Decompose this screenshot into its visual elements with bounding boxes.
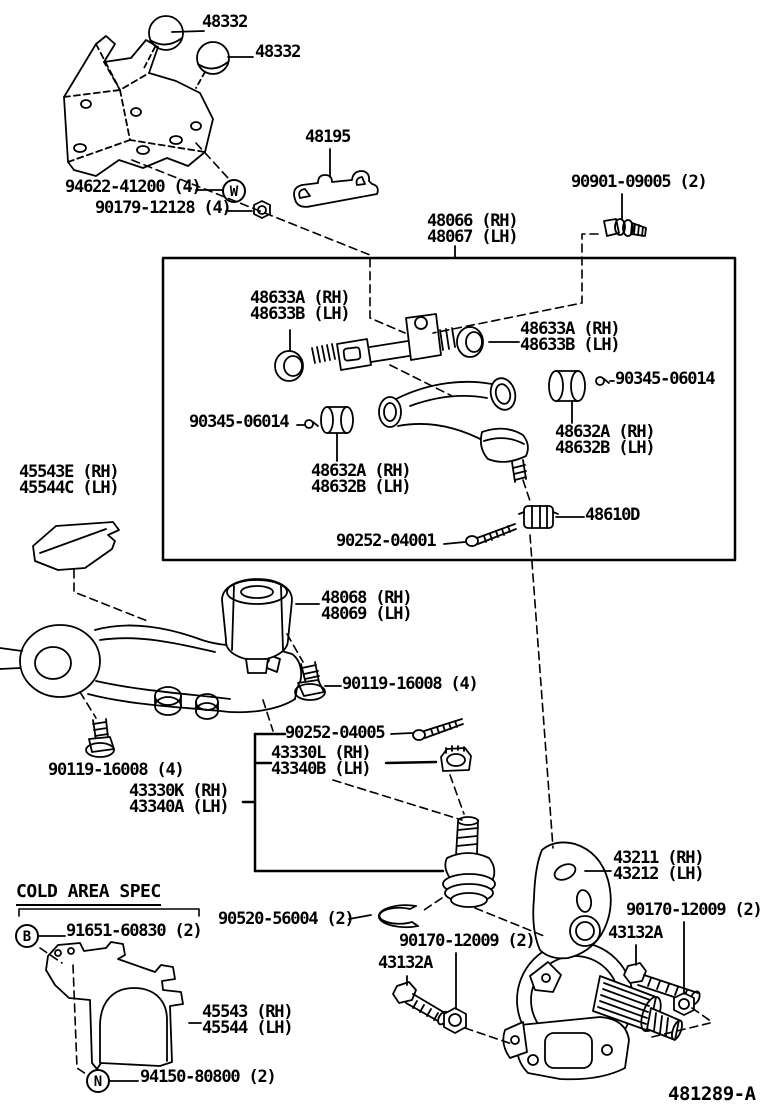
label-upper-bush-left: 48633A (RH) 48633B (LH) [250, 288, 351, 324]
grease-screw-upper-art [465, 523, 517, 547]
label-knuckle: 43211 (RH) 43212 (LH) [613, 848, 705, 884]
frame-bracket-art [63, 35, 214, 177]
label-cam-plate-left: 43132A [378, 953, 433, 973]
cold-area-heading: COLD AREA SPEC [16, 881, 161, 906]
leader-lines [38, 30, 685, 1082]
ball-joint-art [442, 816, 496, 908]
label-cam-bolt-right: 90345-06014 [615, 369, 716, 389]
label-knuckle-bolt-right: 90170-12009 (2) [626, 900, 760, 920]
shield-lower-art [45, 941, 184, 1070]
lower-arm-bolt-left-art [85, 718, 115, 758]
knuckle-bolt-left-art [392, 981, 449, 1026]
knob-upper-art [142, 15, 184, 71]
label-clamp: 48195 [305, 127, 351, 147]
label-upper-arm: 48066 (RH) 48067 (LH) [427, 211, 519, 247]
lower-bush-art [221, 578, 293, 674]
label-ball-joint: 43330K (RH) 43340A (LH) [129, 781, 230, 817]
label-cam-bolt-left: 90345-06014 [189, 412, 290, 432]
label-shield-upper: 45543E (RH) 45544C (LH) [19, 462, 120, 498]
label-cold-nut: 94150-80800 (2) [140, 1067, 277, 1087]
diagram-code: 481289-A [668, 1083, 756, 1105]
cam-shaft-art [274, 313, 484, 382]
label-snap-ring: 90520-56004 (2) [218, 909, 355, 929]
cam-left-art [304, 406, 354, 434]
shield-upper-art [32, 521, 120, 571]
label-cam-left: 48632A (RH) 48632B (LH) [311, 461, 412, 497]
circled-w: W [222, 179, 246, 203]
lower-arm-art [0, 624, 303, 720]
clamp-art [293, 170, 379, 208]
knuckle-nut-left-art [443, 1007, 467, 1034]
upper-arm-group-box [161, 256, 737, 562]
dashed-lines [39, 142, 713, 1075]
svg-text:B: B [23, 929, 31, 945]
label-grease-nipple-lower: 90252-04005 [285, 723, 386, 743]
svg-text:W: W [230, 184, 239, 200]
snap-ring-art [377, 904, 419, 929]
label-bracket-nut: 90179-12128 (4) [95, 198, 232, 218]
label-knob-upper: 48332 [202, 12, 248, 32]
label-bracket-bolt: 94622-41200 (4) [65, 177, 202, 197]
arm-set-bolt-art [603, 218, 647, 237]
circled-b: B [15, 924, 39, 948]
label-dust-cover: 48610D [585, 505, 640, 525]
upper-arm-art [378, 377, 529, 483]
label-upper-bush-right: 48633A (RH) 48633B (LH) [520, 319, 621, 355]
label-shield-lower: 45543 (RH) 45544 (LH) [202, 1002, 294, 1038]
label-cold-bolt: 91651-60830 (2) [66, 921, 203, 941]
knob-lower-art [195, 41, 230, 89]
cam-right-art [548, 370, 610, 402]
dust-cover-art [518, 505, 559, 529]
label-cam-right: 48632A (RH) 48632B (LH) [555, 422, 656, 458]
label-lower-bush: 48068 (RH) 48069 (LH) [321, 588, 413, 624]
knuckle-art [502, 841, 683, 1081]
label-lower-arm-bolt-right: 90119-16008 (4) [342, 674, 479, 694]
label-ball-joint-nut: 43330L (RH) 43340B (LH) [271, 743, 372, 779]
ball-joint-nut-art [440, 745, 472, 772]
knuckle-nut-right-art [673, 992, 695, 1016]
label-knuckle-bolt-left: 90170-12009 (2) [399, 931, 536, 951]
svg-text:N: N [94, 1074, 102, 1090]
cold-area-bracket-line [18, 908, 200, 917]
ball-joint-bracket-lines [241, 732, 445, 873]
label-knob-lower: 48332 [255, 42, 301, 62]
label-cam-plate-right: 43132A [608, 923, 663, 943]
label-arm-set-bolt: 90901-09005 (2) [571, 172, 708, 192]
lower-arm-bolt-right-art [294, 661, 326, 701]
label-grease-nipple-upper: 90252-04001 [336, 531, 437, 551]
grease-screw-lower-art [412, 718, 464, 741]
label-lower-arm-bolt-left: 90119-16008 (4) [48, 760, 185, 780]
circled-n: N [86, 1069, 110, 1093]
knuckle-bolt-right-art [623, 962, 701, 1006]
